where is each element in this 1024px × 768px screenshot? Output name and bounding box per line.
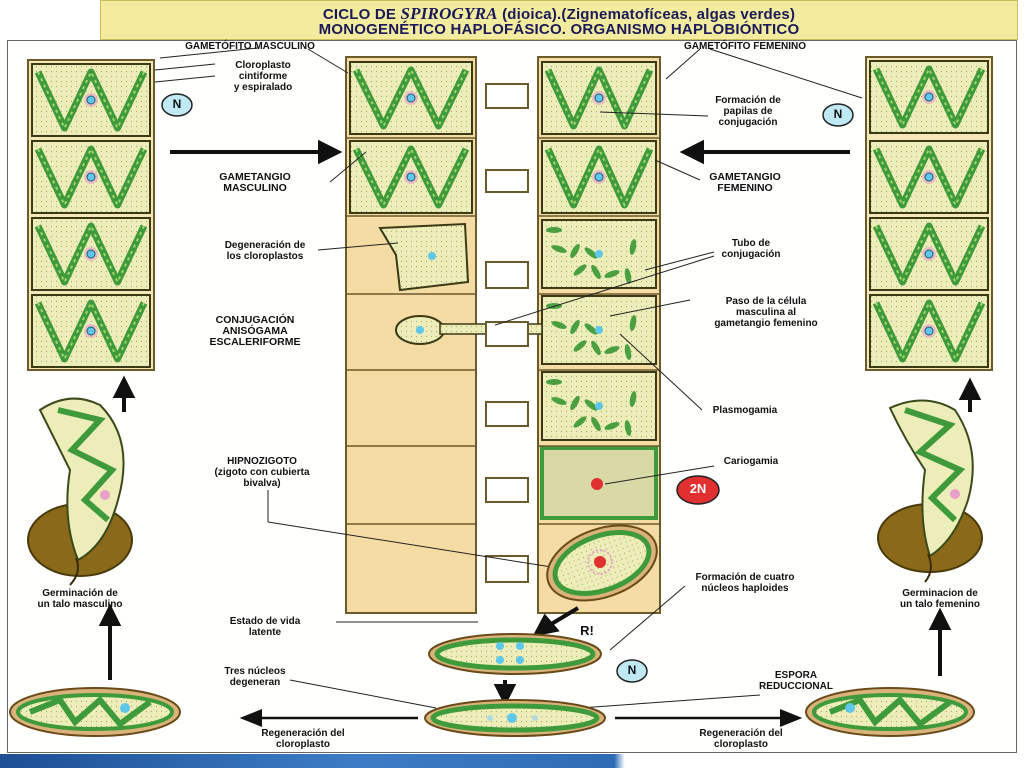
label-regeneracion-left: Regeneración del cloroplasto xyxy=(261,728,345,750)
spore-reductional xyxy=(424,699,606,737)
spore-left-regenerating xyxy=(9,687,181,737)
rung-gap-2 xyxy=(485,169,529,193)
female-cell-2 xyxy=(541,140,657,214)
label-gametofito-femenino: GAMETÓFITO FEMENINO xyxy=(683,41,807,52)
right-cell-4 xyxy=(869,294,989,368)
2n-badge xyxy=(676,475,720,505)
label-cloroplasto: Cloroplasto cintiforme y espiralado xyxy=(233,60,293,93)
label-cuatro-nucleos: Formación de cuatro núcleos haploides xyxy=(695,572,795,594)
title-line-1: CICLO DE SPIROGYRA (dioica).(Zignematofí… xyxy=(101,4,1017,24)
2n-badge-text: 2N xyxy=(689,481,707,496)
left-cell-3 xyxy=(31,217,151,291)
female-cell-karyogamy xyxy=(540,446,658,520)
title-prefix: CICLO DE xyxy=(322,6,397,23)
germinating-zygote-female xyxy=(877,399,983,583)
title-genus: SPIROGYRA xyxy=(400,4,498,23)
label-cariogamia: Cariogamia xyxy=(723,456,779,467)
n-badge-right xyxy=(822,103,854,127)
label-regeneracion-right: Regeneración del cloroplasto xyxy=(699,728,783,750)
title-band: CICLO DE SPIROGYRA (dioica).(Zignematofí… xyxy=(100,0,1018,40)
left-cell-2 xyxy=(31,140,151,214)
label-gametangio-femenino: GAMETANGIO FEMENINO xyxy=(709,171,781,194)
female-cell-receiving xyxy=(541,295,657,365)
right-female-filament xyxy=(865,56,993,371)
label-papilas: Formación de papilas de conjugación xyxy=(715,95,781,128)
female-cell-1 xyxy=(541,61,657,135)
rung-gap-6 xyxy=(485,477,529,503)
spore-latent xyxy=(428,633,602,675)
n-badge-bottom xyxy=(616,659,648,683)
label-paso: Paso de la célula masculina al gametangi… xyxy=(714,296,818,329)
label-germinacion-masculino: Germinación de un talo masculino xyxy=(37,588,123,610)
rung-gap-3 xyxy=(485,261,529,289)
label-tubo: Tubo de conjugación xyxy=(721,238,781,260)
male-cell-1 xyxy=(349,61,473,135)
label-gametofito-masculino: GAMETÓFITO MASCULINO xyxy=(185,41,315,52)
germinating-zygote-male xyxy=(27,397,133,586)
leader-lines xyxy=(154,47,863,709)
spore-right-regenerating xyxy=(805,687,975,737)
title-line-2: MONOGENÉTICO HAPLOFÁSICO. ORGANISMO HAPL… xyxy=(318,21,800,38)
label-espora: ESPORA REDUCCIONAL xyxy=(759,670,833,692)
rung-gap-1 xyxy=(485,83,529,109)
female-cell-degenerating xyxy=(541,219,657,289)
right-cell-1 xyxy=(869,60,989,134)
rung-gap-5 xyxy=(485,401,529,427)
label-r: R! xyxy=(580,623,594,638)
right-cell-2 xyxy=(869,140,989,214)
male-protoplast-degenerating xyxy=(378,222,470,292)
left-cell-1 xyxy=(31,63,151,137)
right-cell-3 xyxy=(869,217,989,291)
label-estado-latente: Estado de vida latente xyxy=(229,616,301,638)
label-germinacion-femenino: Germinacion de un talo femenino xyxy=(900,588,980,610)
label-conjugacion: CONJUGACIÓN ANISÓGAMA ESCALERIFORME xyxy=(209,314,301,348)
n-badge-left-text: N xyxy=(172,97,182,111)
label-plasmogamia: Plasmogamia xyxy=(712,405,778,416)
flow-arrows xyxy=(98,139,982,727)
label-tres-nucleos: Tres núcleos degeneran xyxy=(224,666,286,688)
hypnozygote xyxy=(546,524,658,602)
label-degeneracion: Degeneración de los cloroplastos xyxy=(224,240,306,262)
left-male-filament xyxy=(27,59,155,371)
slide-footer-band xyxy=(0,754,1024,768)
label-gametangio-masculino: GAMETANGIO MASCULINO xyxy=(219,171,291,194)
n-badge-left xyxy=(161,93,193,117)
n-badge-bottom-text: N xyxy=(627,663,637,677)
female-cell-plasmogamy xyxy=(541,371,657,441)
left-cell-4 xyxy=(31,294,151,368)
conjugation-rungs xyxy=(346,83,660,583)
male-cell-2 xyxy=(349,140,473,214)
n-badge-right-text: N xyxy=(833,107,843,121)
label-hipnozigoto: HIPNOZIGOTO (zigoto con cubierta bivalva… xyxy=(214,456,310,489)
title-suffix: (dioica).(Zignematofíceas, algas verdes) xyxy=(502,6,796,23)
rung-gap-4 xyxy=(485,321,529,347)
